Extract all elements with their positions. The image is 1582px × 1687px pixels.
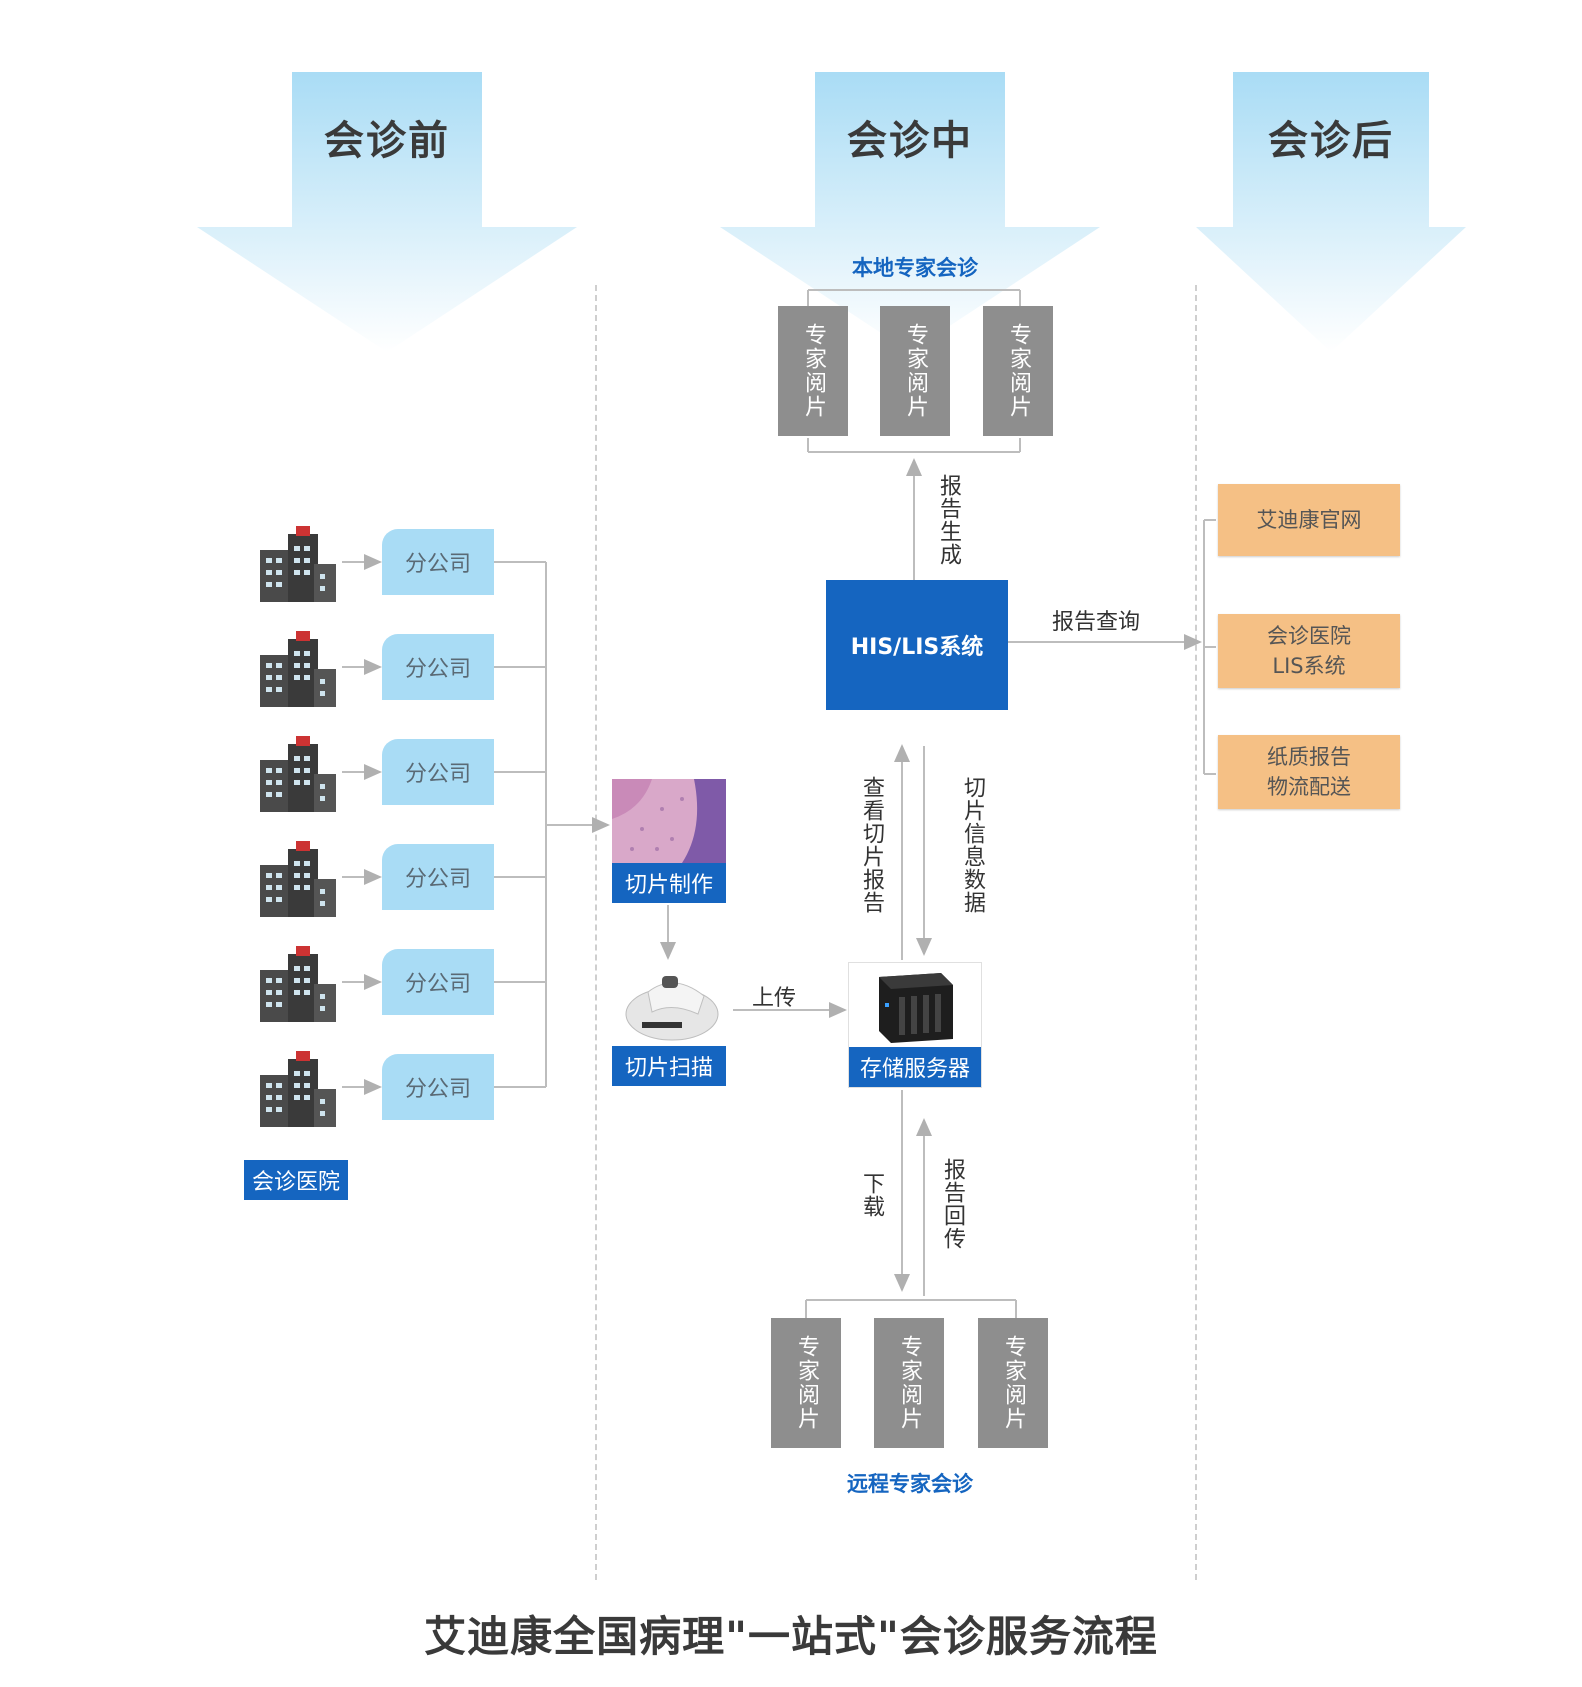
arrow-label-download: 下载: [859, 1172, 884, 1218]
output-website: 艾迪康官网: [1218, 484, 1400, 556]
page-title: 艾迪康全国病理"一站式"会诊服务流程: [424, 1612, 1158, 1661]
phase-arrow-before: 会诊前: [197, 72, 577, 352]
expert-label: 专家阅片: [1006, 323, 1031, 419]
slice-scan-block: 切片扫描: [612, 962, 726, 1086]
branch-box: 分公司: [382, 739, 494, 805]
tissue-slide-image: [612, 779, 726, 863]
arrow-shape: [1196, 72, 1466, 352]
remote-consult-title: 远程专家会诊: [847, 1472, 973, 1496]
storage-server-block: 存储服务器: [848, 962, 982, 1088]
storage-server-label: 存储服务器: [849, 1047, 981, 1087]
slice-make-block: 切片制作: [612, 779, 726, 903]
output-line: 物流配送: [1267, 775, 1351, 799]
remote-expert-3: 专家阅片: [978, 1318, 1048, 1448]
phase-label-after: 会诊后: [1268, 118, 1394, 164]
slice-scan-label: 切片扫描: [612, 1046, 726, 1086]
slice-make-label: 切片制作: [612, 863, 726, 903]
arrow-label-report-return: 报告回传: [940, 1158, 965, 1250]
expert-label: 专家阅片: [801, 323, 826, 419]
phase-label-during: 会诊中: [847, 118, 973, 164]
scanner-image: [612, 962, 726, 1046]
arrow-label-upload: 上传: [752, 986, 797, 1011]
arrow-label-slice-info: 切片信息数据: [960, 776, 985, 914]
phase-label-before: 会诊前: [324, 118, 450, 164]
hospital-building-icon: [260, 946, 336, 1022]
server-image: [849, 963, 981, 1047]
hospital-building-icon: [260, 736, 336, 812]
branch-box: 分公司: [382, 634, 494, 700]
branch-box: 分公司: [382, 949, 494, 1015]
remote-expert-1: 专家阅片: [771, 1318, 841, 1448]
output-line: 纸质报告: [1267, 745, 1351, 769]
output-paper-delivery: 纸质报告 物流配送: [1218, 735, 1400, 809]
arrow-shape: [197, 72, 577, 352]
expert-label: 专家阅片: [897, 1335, 922, 1431]
expert-label: 专家阅片: [1001, 1335, 1026, 1431]
arrow-label-report-query: 报告查询: [1052, 610, 1141, 635]
hospital-building-icon: [260, 526, 336, 602]
local-expert-1: 专家阅片: [778, 306, 848, 436]
his-lis-system-box: HIS/LIS系统: [826, 580, 1008, 710]
expert-label: 专家阅片: [903, 323, 928, 419]
output-line: 会诊医院: [1267, 624, 1351, 648]
local-expert-2: 专家阅片: [880, 306, 950, 436]
branch-box: 分公司: [382, 844, 494, 910]
branch-box: 分公司: [382, 529, 494, 595]
phase-arrow-during: 会诊中: [720, 72, 1100, 352]
output-line: 艾迪康官网: [1256, 508, 1362, 532]
arrow-shape: [720, 72, 1100, 352]
arrow-label-report-gen: 报告生成: [936, 474, 961, 566]
output-line: LIS系统: [1272, 654, 1346, 678]
hospital-building-icon: [260, 841, 336, 917]
output-hospital-lis: 会诊医院 LIS系统: [1218, 614, 1400, 688]
arrow-label-view-report: 查看切片报告: [859, 776, 884, 914]
local-expert-3: 专家阅片: [983, 306, 1053, 436]
hospital-building-icon: [260, 631, 336, 707]
column-divider-left: [595, 285, 597, 1580]
hospital-label: 会诊医院: [244, 1160, 348, 1200]
local-consult-title: 本地专家会诊: [852, 256, 978, 280]
expert-label: 专家阅片: [794, 1335, 819, 1431]
hospital-building-icon: [260, 1051, 336, 1127]
column-divider-right: [1195, 285, 1197, 1580]
remote-expert-2: 专家阅片: [874, 1318, 944, 1448]
phase-arrow-after: 会诊后: [1196, 72, 1466, 352]
branch-box: 分公司: [382, 1054, 494, 1120]
